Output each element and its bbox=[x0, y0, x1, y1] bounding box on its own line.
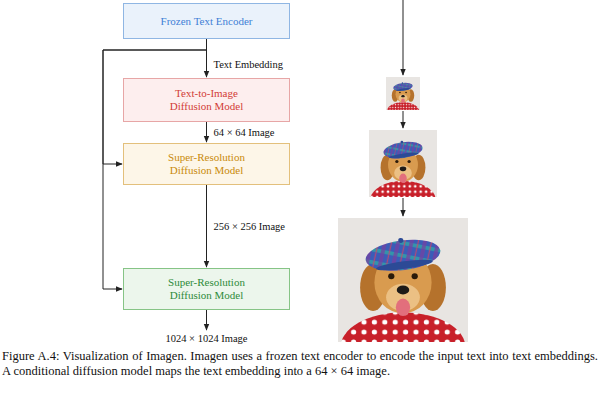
process-box: Super-Resolution Diffusion Model bbox=[123, 143, 290, 185]
process-box: Super-Resolution Diffusion Model bbox=[123, 268, 290, 310]
edge-label: Text Embedding bbox=[213, 58, 285, 71]
upscale-arrow bbox=[403, 198, 404, 216]
box-label: Super-Resolution Diffusion Model bbox=[155, 276, 259, 302]
box-label: Super-Resolution Diffusion Model bbox=[155, 151, 259, 177]
output-arrow bbox=[206, 310, 207, 330]
box-label: Text-to-Image Diffusion Model bbox=[155, 87, 259, 113]
process-box: Frozen Text Encoder bbox=[123, 3, 290, 39]
flow-arrow bbox=[206, 122, 207, 142]
edge-label: 64 × 64 Image bbox=[213, 126, 276, 139]
edge-label: 256 × 256 Image bbox=[213, 220, 287, 233]
output-label: 1024 × 1024 Image bbox=[164, 332, 248, 345]
flow-arrow bbox=[206, 185, 207, 267]
process-box: Text-to-Image Diffusion Model bbox=[123, 78, 290, 122]
figure-caption: Figure A.4: Visualization of Imagen. Ima… bbox=[2, 349, 598, 379]
upscale-arrow bbox=[403, 111, 404, 128]
dog-image-medium bbox=[369, 130, 437, 218]
box-label: Frozen Text Encoder bbox=[161, 15, 253, 28]
input-arrow bbox=[403, 0, 404, 75]
